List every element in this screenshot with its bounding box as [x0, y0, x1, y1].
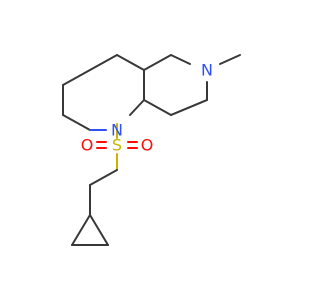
bond: [71, 214, 91, 246]
bond: [89, 214, 109, 246]
bond: [170, 99, 208, 116]
bond-group-left-ring: [62, 54, 145, 131]
bond: [143, 54, 172, 71]
canvas-background: [0, 0, 300, 300]
bond: [116, 54, 145, 71]
molecule-structure: N N S O O: [0, 0, 300, 300]
bond: [219, 54, 241, 65]
bond: [129, 99, 145, 116]
bond: [89, 169, 118, 186]
atom-label-oxygen-left: O: [81, 136, 94, 155]
bond-group-sulfonyl: [89, 123, 138, 216]
bond: [62, 114, 91, 131]
atom-label-sulfur: S: [112, 136, 122, 155]
atom-label-n-ring: N: [111, 121, 123, 140]
bond-group-right-ring-bottom: [170, 99, 208, 116]
atom-label-n-methyl: N: [201, 61, 213, 80]
bond: [89, 54, 118, 71]
bond: [143, 99, 172, 116]
atom-label-oxygen-right: O: [141, 136, 154, 155]
bond-group-cyclopropyl: [71, 214, 109, 246]
bond: [62, 69, 91, 86]
bond: [170, 54, 191, 65]
